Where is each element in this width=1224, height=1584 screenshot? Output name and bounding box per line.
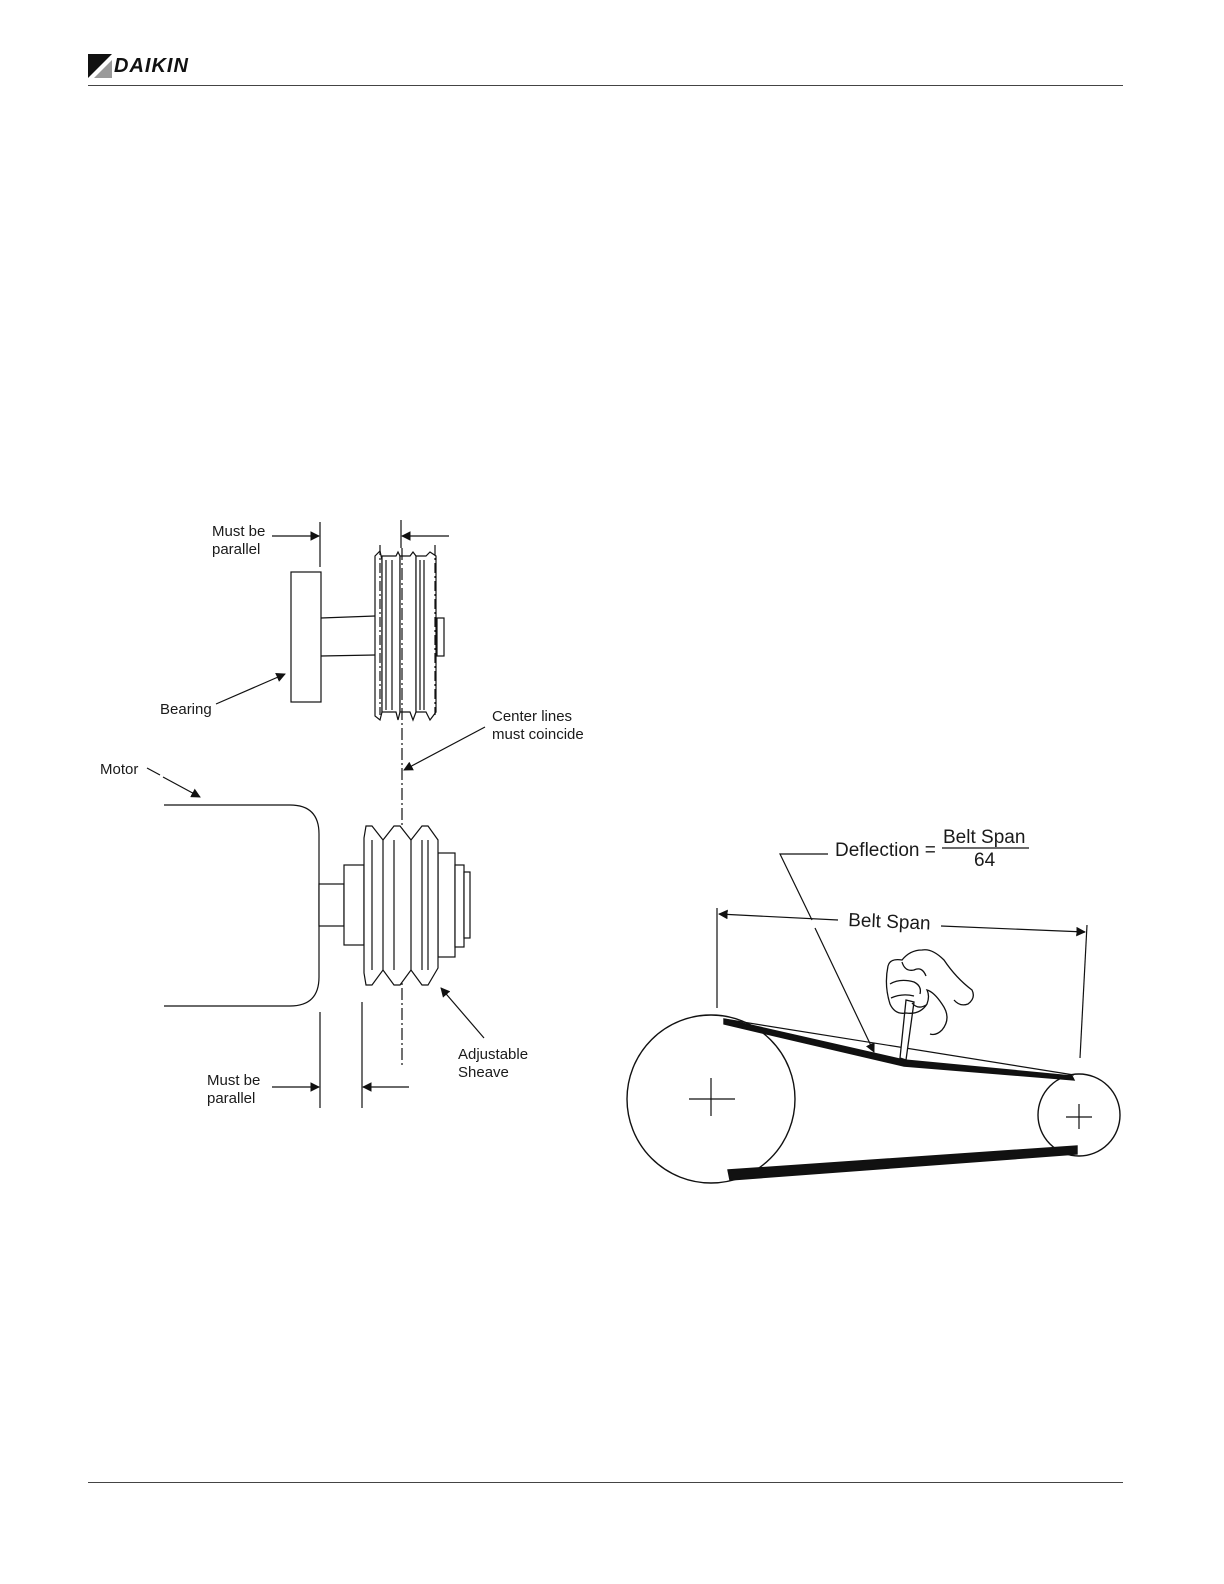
belt-span-arrow-left	[719, 914, 838, 920]
adjustable-sheave-label-line1: Adjustable	[458, 1046, 528, 1063]
motor-shaft	[319, 884, 344, 926]
belt-deflection-diagram	[627, 848, 1120, 1183]
deflection-numerator: Belt Span	[943, 827, 1025, 848]
footer-rule	[88, 1482, 1123, 1483]
hand-with-tension-gauge	[886, 950, 973, 1060]
centerline-pointer	[404, 727, 485, 770]
deflection-label: Deflection =	[835, 840, 936, 861]
must-be-parallel-top-line1: Must be	[212, 523, 265, 540]
belt-span-label: Belt Span	[848, 910, 931, 935]
belt-span-extension-right	[1080, 925, 1087, 1058]
must-be-parallel-top-line2: parallel	[212, 541, 260, 558]
must-be-parallel-bottom-line1: Must be	[207, 1072, 260, 1089]
center-lines-label-line1: Center lines	[492, 708, 572, 725]
motor-sheave-hub-right-3	[464, 872, 470, 938]
deflection-pointer	[815, 928, 874, 1052]
bearing-label: Bearing	[160, 701, 212, 718]
bearing-pointer	[216, 674, 285, 704]
motor-body	[164, 805, 319, 1006]
adjustable-sheave-pointer	[441, 988, 484, 1038]
bearing-block	[291, 572, 321, 702]
belt-span-arrow-right	[941, 926, 1085, 932]
deflection-denominator: 64	[974, 850, 996, 871]
adjustable-sheave	[364, 826, 438, 985]
motor-sheave-hub-left	[344, 865, 364, 945]
must-be-parallel-bottom-line2: parallel	[207, 1090, 255, 1107]
fan-sheave	[375, 551, 436, 720]
adjustable-sheave-label-line2: Sheave	[458, 1064, 509, 1081]
motor-label: Motor	[100, 761, 138, 778]
fan-shaft-end	[437, 618, 444, 656]
belt-bottom-span	[728, 1146, 1077, 1180]
motor-pointer	[163, 777, 200, 797]
motor-sheave-hub-right	[438, 853, 455, 957]
sheave-alignment-diagram	[147, 520, 485, 1108]
motor-sheave-hub-right-2	[455, 865, 464, 947]
center-lines-label-line2: must coincide	[492, 726, 584, 743]
fan-shaft	[321, 616, 375, 656]
